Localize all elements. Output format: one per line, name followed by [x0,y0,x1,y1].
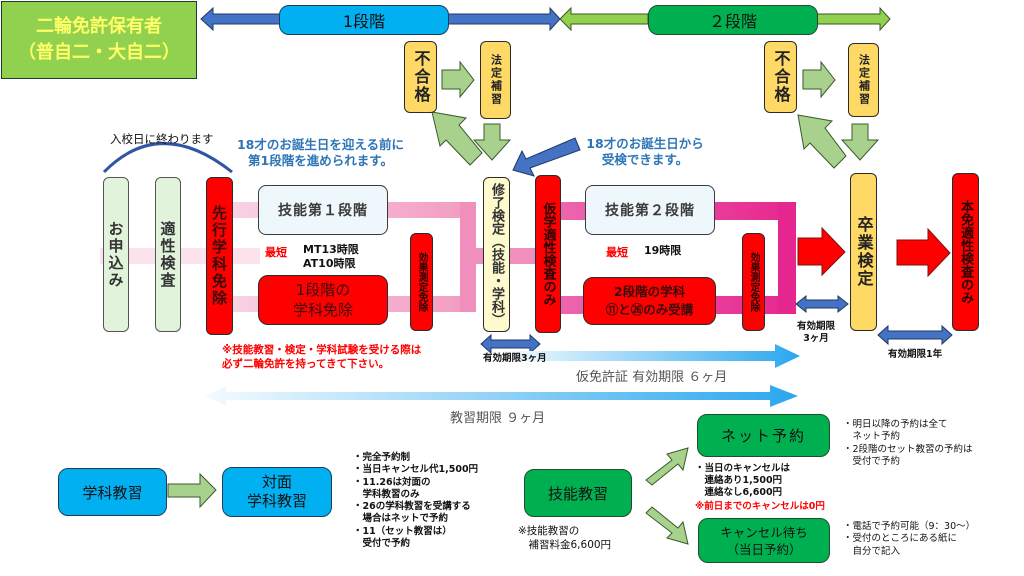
stage2-header-label: ２段階 [708,12,757,31]
graduation-exam-label: 卒業検定 [854,216,874,288]
enroll-day-note: 入校日に終わります [110,132,214,146]
skill-training-label: 技能教習 [547,484,608,503]
stage2-academic-line2: ⑪と㉖のみ受講 [605,302,694,317]
supplement-box-stage2: 法定補習 [848,43,879,117]
from-18-note: 18才のお誕生日から 受検できます。 [586,136,704,167]
title-line2: （普自二・大自二） [18,42,180,63]
fail-label: 不合格 [771,50,791,104]
waitlist-box: キャンセル待ち （当日予約） [698,518,830,563]
net-cancel-notes: ・当日のキャンセルは 連絡あり1,500円 連絡なし6,600円 [695,463,791,498]
birthday-arrow [512,137,581,177]
stage1-min-hours: MT13時限 AT10時限 [303,243,359,270]
advance-exempt-label: 先行学科免除 [210,205,228,307]
net-cancel-red-note: ※前日までのキャンセルは0円 [695,501,825,512]
validity-graduation-label: 有効期限1年 [888,349,943,360]
stage2-left-arrow [559,6,649,32]
waitlist-side-notes: ・電話で予約可能（9：30～） ・受付のところにある紙に 自分で記入 [843,521,976,557]
validity-arrow-graduation [877,324,953,346]
license-aptitude-box: 本免適性検査のみ [952,173,979,331]
to-net-arrow [645,447,689,486]
title-line1: 二輪免許保有者 [36,16,162,37]
effect-exempt-2-label: 効果測定免除 [748,252,759,312]
effect-exempt-2-box: 効果測定免除 [742,233,765,331]
to-license-arrow [896,227,951,278]
license-warning: ※技能教習・検定・学科試験を受ける際は 必ず二輪免許を持ってきて下さい。 [222,344,422,370]
stage1-skill-label: 技能第１段階 [278,203,368,219]
graduation-exam-box: 卒業検定 [850,173,877,331]
stage1-right-arrow [447,6,561,32]
validity-completion-label: 有効期限3ヶ月 [483,353,547,364]
provisional-arrow [505,344,800,368]
stage2-header: ２段階 [648,5,818,35]
retry-arrows-stage2 [797,60,880,169]
validity-stage2-label: 有効期限 3ヶ月 [797,321,836,344]
stage2-academic-line1: 2段階の学科 [613,284,686,299]
provisional-aptitude-label: 仮学適性検査のみ [540,202,556,306]
stage1-academic-box: 1段階の 学科免除 [258,275,388,325]
fail-box-stage1: 不合格 [404,41,437,113]
waitlist-label: キャンセル待ち （当日予約） [720,524,808,557]
skill-training-box: 技能教習 [524,469,632,517]
retry-arrows-stage1 [431,60,512,166]
stage1-min-label: 最短 [265,246,287,259]
in-person-academic-box: 対面 学科教習 [222,467,332,517]
supplement-label: 法定補習 [857,54,871,106]
validity-arrow-completion [480,333,541,355]
to-waitlist-arrow [645,506,689,545]
aptitude-box: 適性検査 [155,177,181,332]
academic-label: 学科教習 [82,483,143,502]
fail-label: 不合格 [411,50,431,104]
supplement-label: 法定補習 [489,54,503,106]
to-graduation-arrow [797,226,846,277]
stage2-skill-label: 技能第２段階 [605,203,695,219]
stage2-academic-box: 2段階の学科 ⑪と㉖のみ受講 [583,277,716,325]
stage2-right-arrow [816,6,891,32]
enroll-arc [102,142,233,174]
advance-exempt-box: 先行学科免除 [206,177,233,335]
net-reservation-label: ネット予約 [720,427,806,445]
stage1-skill-box: 技能第１段階 [258,185,388,235]
academic-notes: ・完全予約制 ・当日キャンセル代1,500円 ・11.26は対面の 学科教習のみ… [353,452,479,550]
academic-flow-arrow [167,472,217,509]
apply-box: お申込み [103,177,129,332]
training-arrow [205,385,798,407]
skill-fee-note: ※技能教習の 補習料金6,600円 [518,525,612,551]
completion-exam-box: 修了検定（技能・学科） [483,177,510,332]
net-side-notes: ・明日以降の予約は全て ネット予約 ・2段階のセット教習の予約は 受付で予約 [843,419,973,467]
training-validity-label: 教習期限 ９ヶ月 [450,411,546,426]
stage1-academic-line2: 学科免除 [292,301,353,319]
provisional-validity-label: 仮免許証 有効期限 ６ヶ月 [576,370,728,385]
completion-exam-label: 修了検定（技能・学科） [489,183,504,326]
aptitude-label: 適性検査 [158,220,177,289]
effect-exempt-1-box: 効果測定免除 [410,233,433,331]
in-person-academic-label: 対面 学科教習 [246,473,307,510]
effect-exempt-1-label: 効果測定免除 [416,252,427,312]
provisional-aptitude-box: 仮学適性検査のみ [535,175,561,333]
stage2-min-label: 最短 [606,246,628,259]
license-aptitude-label: 本免適性検査のみ [958,200,973,304]
stage1-academic-line1: 1段階の [295,281,351,299]
net-reservation-box: ネット予約 [697,414,830,457]
stage1-header-label: 1段階 [342,12,386,31]
academic-box: 学科教習 [58,468,167,516]
stage2-skill-box: 技能第２段階 [585,185,715,235]
title-box: 二輪免許保有者 （普自二・大自二） [1,1,197,79]
validity-arrow-stage2 [795,294,849,314]
stage2-min-hours: 19時限 [644,244,682,257]
stage1-left-arrow [200,6,284,32]
fail-box-stage2: 不合格 [764,41,797,113]
supplement-box-stage1: 法定補習 [480,41,511,119]
stage1-header: 1段階 [279,5,449,35]
apply-label: お申込み [106,220,125,289]
before-18-note: 18才のお誕生日を迎える前に 第1段階を進められます。 [236,137,405,168]
